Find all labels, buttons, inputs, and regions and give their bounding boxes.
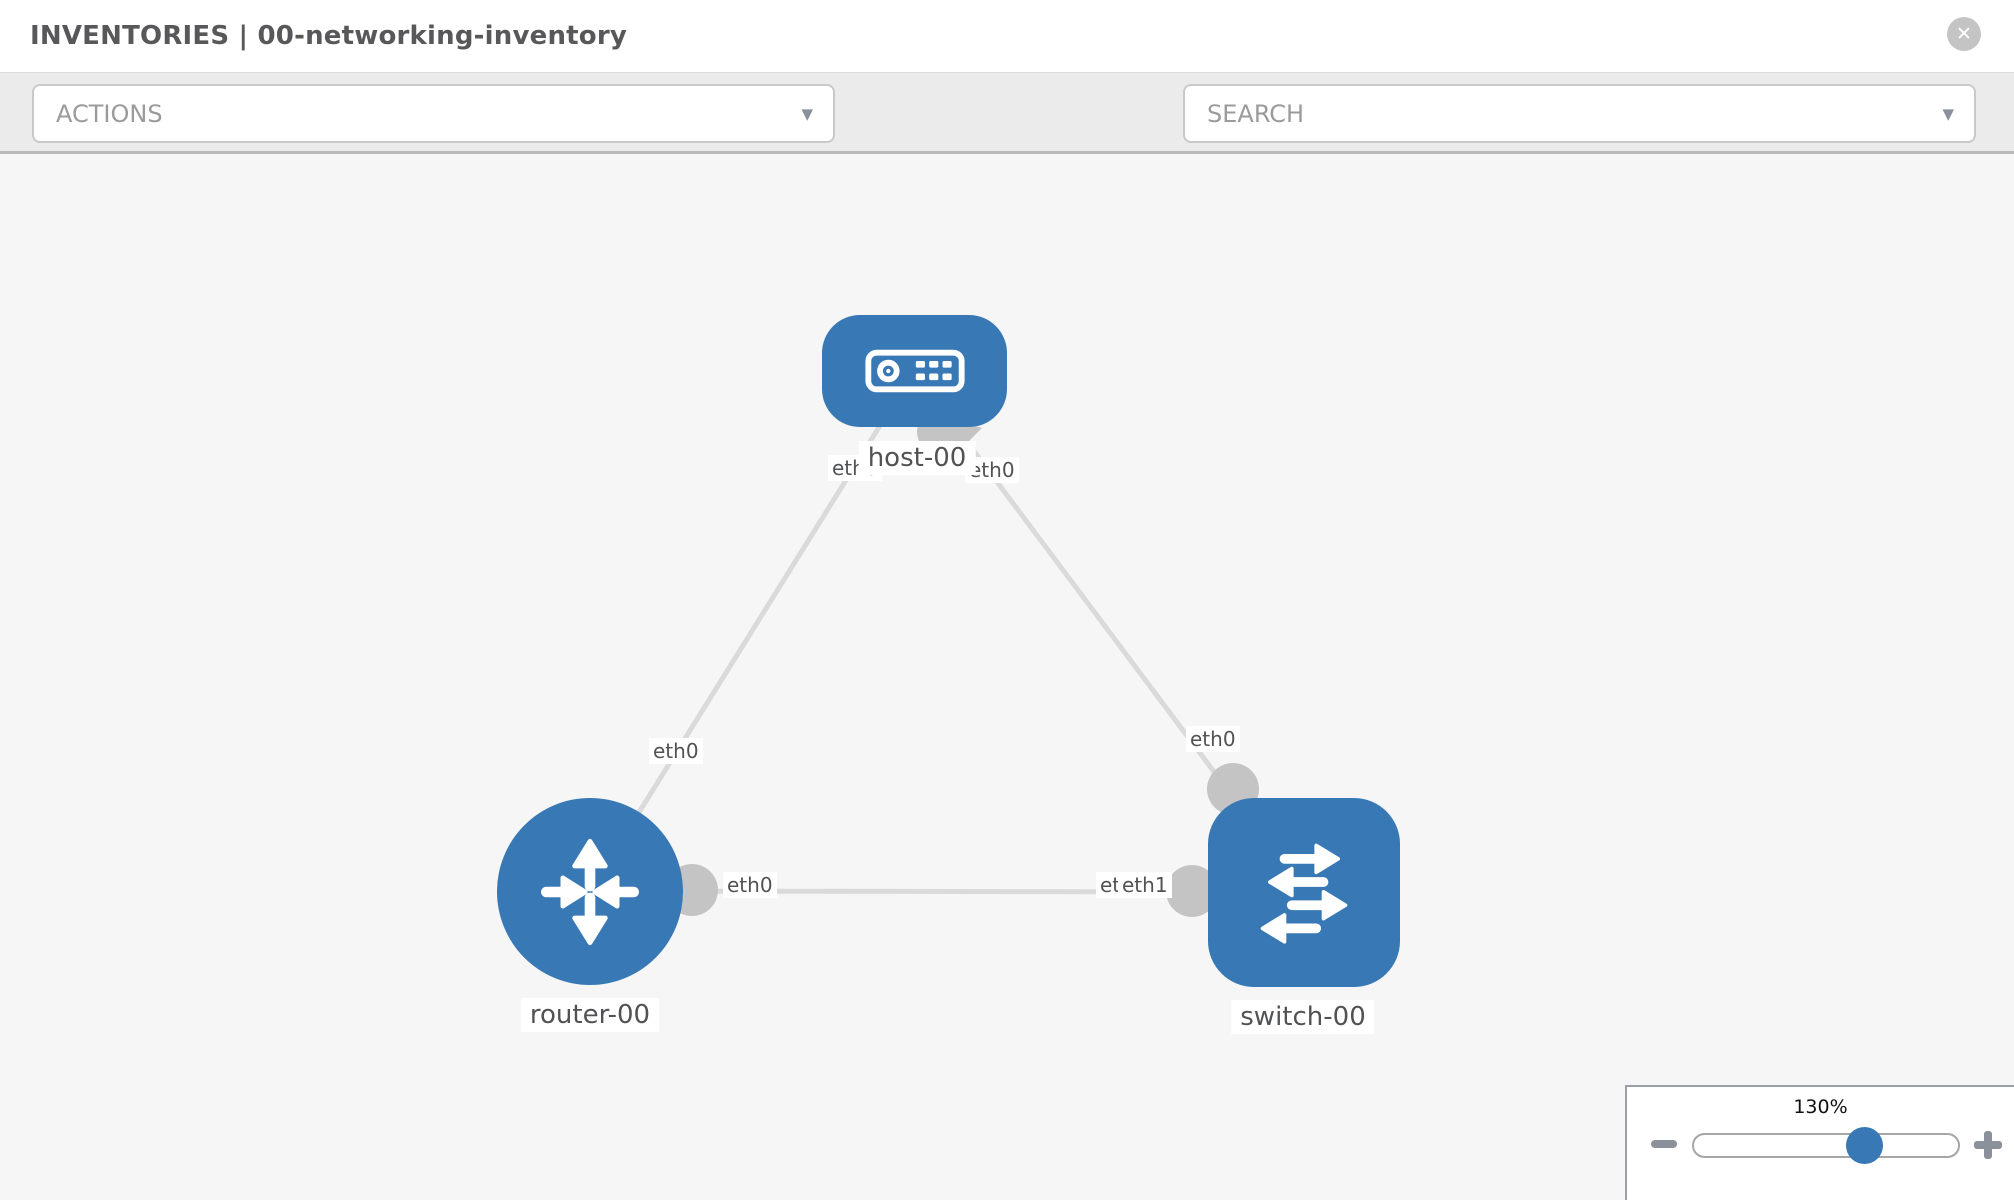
switch-left-connector-dot (1166, 865, 1218, 917)
chevron-down-icon: ▼ (1942, 104, 1954, 123)
node-label-host: host-00 (858, 441, 976, 475)
topology-edges-layer (587, 369, 1307, 917)
actions-dropdown[interactable]: ACTIONS ▼ (32, 84, 835, 143)
switch-icon (1260, 843, 1348, 944)
node-host-00[interactable] (822, 315, 1007, 427)
minus-icon[interactable] (1651, 1140, 1677, 1148)
host-icon (864, 349, 965, 393)
window-header: INVENTORIES | 00-networking-inventory ✕ (0, 0, 2014, 72)
chevron-down-icon: ▼ (801, 104, 813, 123)
zoom-slider-thumb[interactable] (1846, 1127, 1883, 1164)
close-x-glyph: ✕ (1956, 23, 1972, 45)
zoom-level-value: 130% (1793, 1096, 1848, 1118)
interface-label: eth0 (1186, 726, 1240, 752)
node-label-switch: switch-00 (1231, 1000, 1375, 1034)
node-label-router: router-00 (520, 998, 660, 1032)
close-icon[interactable]: ✕ (1947, 17, 1981, 51)
interface-label: eth0 (723, 872, 777, 898)
node-switch-00[interactable] (1208, 798, 1400, 987)
node-router-00[interactable] (497, 798, 683, 985)
search-dropdown[interactable]: SEARCH ▼ (1183, 84, 1976, 143)
topology-canvas[interactable]: host-00 router-00 switch-00 eth0 eth0 et… (0, 154, 2014, 1200)
zoom-slider-track[interactable] (1692, 1133, 1960, 1158)
page-title: INVENTORIES | 00-networking-inventory (30, 21, 628, 51)
toolbar: ACTIONS ▼ SEARCH ▼ (0, 72, 2014, 209)
zoom-control-panel: 130% (1625, 1085, 2014, 1200)
search-placeholder: SEARCH (1207, 99, 1305, 128)
router-icon (541, 838, 639, 945)
interface-label: eth1 (1118, 872, 1172, 898)
actions-dropdown-label: ACTIONS (56, 99, 163, 128)
plus-icon[interactable] (1974, 1131, 2002, 1159)
interface-label: eth0 (649, 738, 703, 764)
